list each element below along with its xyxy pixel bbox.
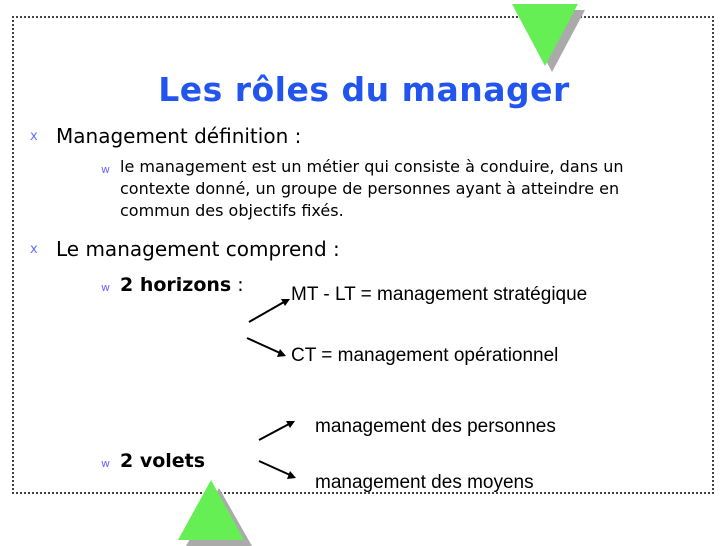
- horizons-label-row: 2 horizons :: [120, 274, 244, 296]
- definition-line-3: commun des objectifs fixés.: [120, 201, 344, 220]
- arrow-horizon-1: [248, 301, 285, 323]
- sub-bullet-marker: w: [101, 281, 110, 294]
- definition-text: le management est un métier qui consiste…: [120, 156, 623, 222]
- arrow-horizon-2: [246, 337, 281, 354]
- sub-bullet-marker: w: [101, 163, 110, 176]
- sub-bullet-marker: w: [101, 457, 110, 470]
- bullet-marker: x: [30, 242, 38, 257]
- arrow-volet-1: [258, 423, 290, 441]
- horizons-suffix: :: [231, 274, 244, 296]
- horizon-strategique: MT - LT = management stratégique: [291, 284, 588, 305]
- volet-moyens: management des moyens: [315, 472, 534, 493]
- bullet-marker: x: [30, 129, 38, 144]
- horizon-operationnel: CT = management opérationnel: [291, 345, 559, 366]
- arrowhead-volet-2: [287, 471, 296, 479]
- triangle-top-right: [512, 4, 578, 66]
- definition-line-2: contexte donné, un groupe de personnes a…: [120, 179, 620, 198]
- horizons-label: 2 horizons: [120, 274, 232, 296]
- bullet-management-comprend: Le management comprend :: [56, 237, 340, 261]
- definition-line-1: le management est un métier qui consiste…: [120, 157, 624, 176]
- slide-border: [12, 16, 714, 494]
- slide-title: Les rôles du manager: [158, 70, 570, 109]
- bullet-management-definition: Management définition :: [56, 124, 302, 148]
- volets-label: 2 volets: [120, 450, 206, 472]
- arrowhead-volet-1: [286, 421, 295, 428]
- arrowhead-horizon-1: [281, 299, 290, 306]
- arrow-volet-2: [258, 460, 291, 476]
- triangle-bottom: [178, 480, 244, 540]
- volet-personnes: management des personnes: [315, 416, 556, 437]
- arrowhead-horizon-2: [277, 349, 286, 357]
